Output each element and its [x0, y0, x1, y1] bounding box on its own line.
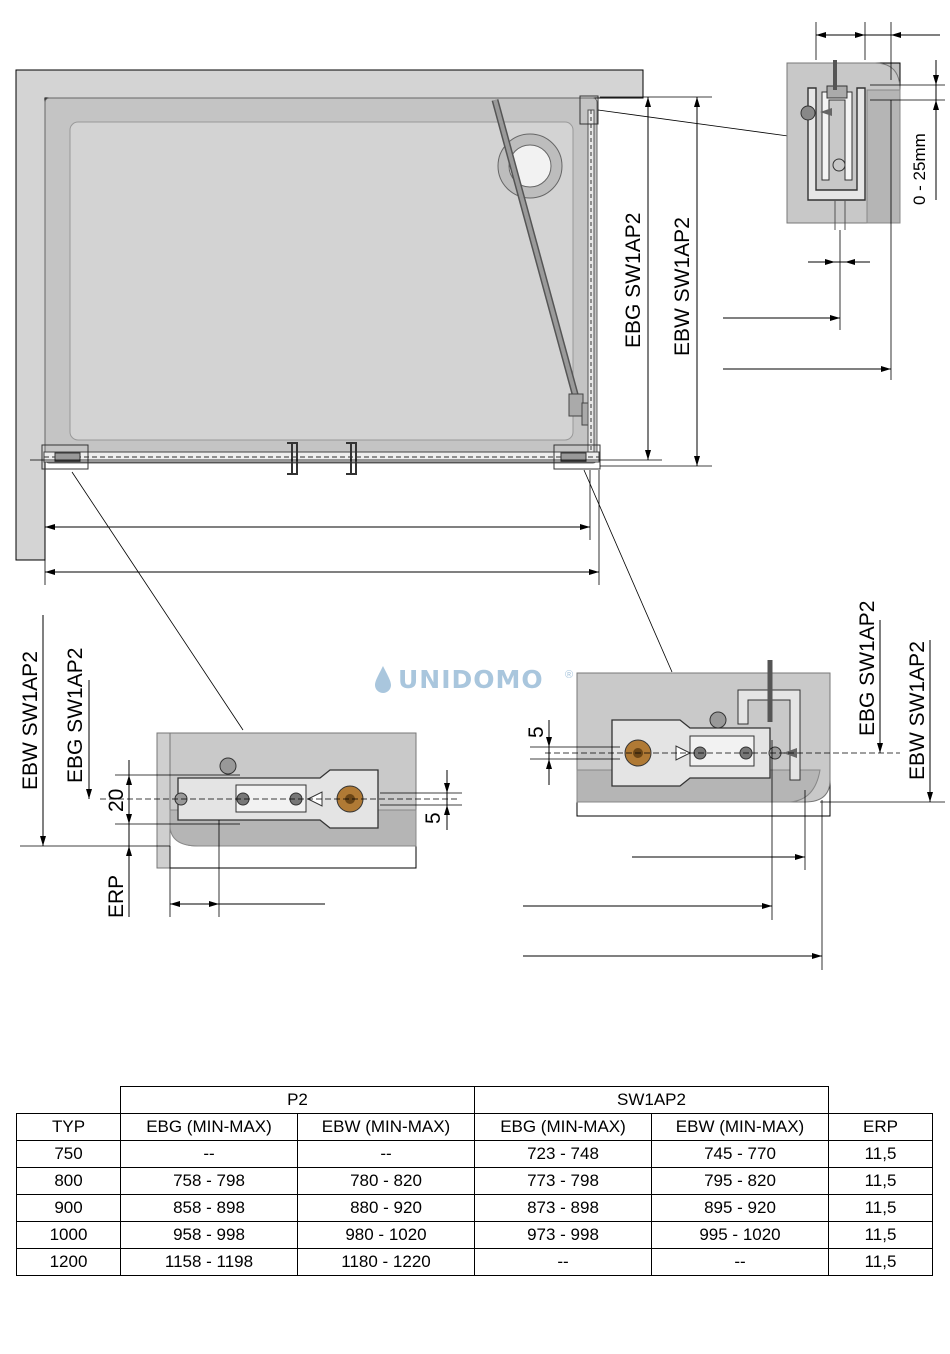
column-header: EBW (MIN-MAX) [297, 1113, 475, 1141]
detail-right-hinge: 5 EBG SW1AP2 EBW SW1AP2 [523, 601, 945, 970]
table-group-header-row: P2 SW1AP2 [16, 1086, 933, 1114]
label-dim-20: 20 [105, 789, 128, 812]
table-cell: 1158 - 1198 [120, 1248, 298, 1276]
column-header: TYP [16, 1113, 121, 1141]
table-cell: 958 - 998 [120, 1221, 298, 1249]
label-ebw-sw1ap2-right: EBW SW1AP2 [906, 641, 929, 780]
table-cell: 758 - 798 [120, 1167, 298, 1195]
label-ebg-sw1ap2-left: EBG SW1AP2 [64, 648, 87, 783]
table-cell: -- [651, 1248, 829, 1276]
table-cell: 11,5 [828, 1140, 933, 1168]
label-ebg-sw1ap2: EBG SW1AP2 [622, 213, 645, 348]
handle [346, 442, 357, 475]
watermark-registered: ® [565, 669, 573, 681]
table-cell: 11,5 [828, 1248, 933, 1276]
label-ebw-sw1ap2-left: EBW SW1AP2 [19, 651, 42, 790]
table-cell: 750 [16, 1140, 121, 1168]
table-row: 750 -- -- 723 - 748 745 - 770 11,5 [16, 1140, 933, 1168]
table-cell: 11,5 [828, 1167, 933, 1195]
table-cell: 980 - 1020 [297, 1221, 475, 1249]
table-cell: 11,5 [828, 1194, 933, 1222]
table-cell: 900 [16, 1194, 121, 1222]
table-cell: 745 - 770 [651, 1140, 829, 1168]
table-row: 900 858 - 898 880 - 920 873 - 898 895 - … [16, 1194, 933, 1222]
column-header: EBG (MIN-MAX) [120, 1113, 298, 1141]
table-cell: 880 - 920 [297, 1194, 475, 1222]
table-cell: 858 - 898 [120, 1194, 298, 1222]
table-cell: 1200 [16, 1248, 121, 1276]
table-cell: 995 - 1020 [651, 1221, 829, 1249]
table-cell: 895 - 920 [651, 1194, 829, 1222]
table-cell: 773 - 798 [474, 1167, 652, 1195]
label-dim-5-right: 5 [525, 726, 548, 738]
handle [287, 442, 298, 475]
group-header-p2: P2 [120, 1086, 475, 1114]
u-profile [807, 87, 866, 201]
watermark-text: UNIDOMO [398, 665, 544, 694]
tray-inner [69, 121, 574, 441]
table-row: 800 758 - 798 780 - 820 773 - 798 795 - … [16, 1167, 933, 1195]
table-cell: -- [297, 1140, 475, 1168]
table-row: 1200 1158 - 1198 1180 - 1220 -- -- 11,5 [16, 1248, 933, 1276]
table-cell: 11,5 [828, 1221, 933, 1249]
group-header-sw1ap2: SW1AP2 [474, 1086, 829, 1114]
label-ebg-sw1ap2-right: EBG SW1AP2 [856, 601, 879, 736]
table-cell: 1000 [16, 1221, 121, 1249]
table-cell: 873 - 898 [474, 1194, 652, 1222]
technical-drawing: EBG SW1AP2 EBW SW1AP2 0 - 25mm [15, 22, 945, 970]
table-header-row: TYP EBG (MIN-MAX) EBW (MIN-MAX) EBG (MIN… [16, 1113, 933, 1141]
plan-view: EBG SW1AP2 EBW SW1AP2 [15, 69, 789, 731]
table-row: 1000 958 - 998 980 - 1020 973 - 998 995 … [16, 1221, 933, 1249]
table-cell: 795 - 820 [651, 1167, 829, 1195]
table-cell: -- [474, 1248, 652, 1276]
table-cell: -- [120, 1140, 298, 1168]
label-erp: ERP [105, 875, 128, 918]
detail-wall-profile: 0 - 25mm [723, 22, 945, 380]
table-cell: 723 - 748 [474, 1140, 652, 1168]
label-range: 0 - 25mm [910, 133, 929, 205]
detail-left-hinge: 20 EBW SW1AP2 EBG SW1AP2 ERP 5 [19, 615, 462, 918]
label-dim-5-left: 5 [422, 812, 445, 824]
table-cell: 780 - 820 [297, 1167, 475, 1195]
spec-table: P2 SW1AP2 TYP EBG (MIN-MAX) EBW (MIN-MAX… [16, 1086, 933, 1276]
wall [15, 69, 644, 561]
table-cell: 973 - 998 [474, 1221, 652, 1249]
column-header: ERP [828, 1113, 933, 1141]
table-cell: 1180 - 1220 [297, 1248, 475, 1276]
water-drop-icon [375, 666, 391, 693]
column-header: EBW (MIN-MAX) [651, 1113, 829, 1141]
label-ebw-sw1ap2: EBW SW1AP2 [671, 217, 694, 356]
watermark: UNIDOMO ® [375, 665, 573, 694]
table-cell: 800 [16, 1167, 121, 1195]
column-header: EBG (MIN-MAX) [474, 1113, 652, 1141]
